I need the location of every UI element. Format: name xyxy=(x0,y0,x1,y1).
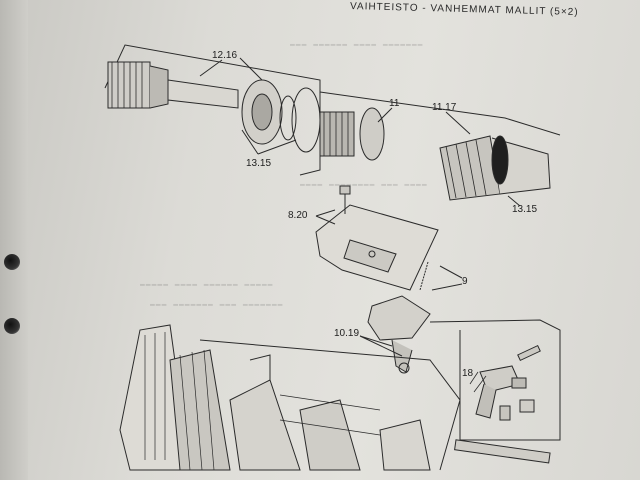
part-label-8-20: 8.20 xyxy=(288,210,308,221)
spring xyxy=(419,261,429,291)
binder-hole xyxy=(4,254,20,270)
leader-line xyxy=(241,129,297,155)
input-shaft xyxy=(107,61,239,109)
shift-rod xyxy=(454,439,551,464)
part-label-10-19: 10.19 xyxy=(334,328,360,339)
part-label-12-16: 12.16 xyxy=(212,50,238,61)
leader-line xyxy=(377,107,393,123)
show-through-texture: ▬▬▬▬▬ ▬▬▬▬ ▬▬▬▬▬▬ ▬▬▬▬▬ xyxy=(140,280,274,289)
leader-line xyxy=(359,335,403,357)
detail-box-outline xyxy=(429,319,561,441)
group-frame-line xyxy=(104,44,321,176)
gearbox-assembly xyxy=(119,324,551,471)
leader-line xyxy=(445,111,471,135)
leader-line xyxy=(431,265,463,291)
selector-fork xyxy=(367,295,431,374)
leader-line xyxy=(315,209,336,225)
group-frame-line xyxy=(319,91,561,136)
output-shaft xyxy=(439,135,551,201)
snap-ring xyxy=(279,95,297,141)
binder-hole xyxy=(4,318,20,334)
gear-11 xyxy=(319,107,385,161)
part-label-18: 18 xyxy=(462,368,474,379)
shift-plate xyxy=(315,204,439,291)
leader-line xyxy=(507,195,521,207)
part-label-11-17: 11.17 xyxy=(432,102,457,113)
bearing xyxy=(241,79,283,145)
show-through-texture: ▬▬▬▬ ▬▬▬▬▬▬▬▬ ▬▬▬ ▬▬▬▬ xyxy=(300,180,428,189)
show-through-texture: ▬▬▬ ▬▬▬▬▬▬▬ ▬▬▬ ▬▬▬▬▬▬▬ xyxy=(150,300,284,309)
detail-18-parts xyxy=(469,344,541,421)
part-label-13-15-left: 13.15 xyxy=(246,158,272,169)
part-label-11: 11 xyxy=(389,98,400,109)
bolt xyxy=(339,185,351,214)
leader-line xyxy=(199,57,263,81)
part-label-9: 9 xyxy=(462,276,468,287)
page-binding-edge xyxy=(0,0,28,480)
part-label-13-15-right: 13.15 xyxy=(512,204,538,215)
show-through-texture: ▬▬▬ ▬▬▬▬▬▬ ▬▬▬▬ ▬▬▬▬▬▬▬ xyxy=(290,40,424,49)
